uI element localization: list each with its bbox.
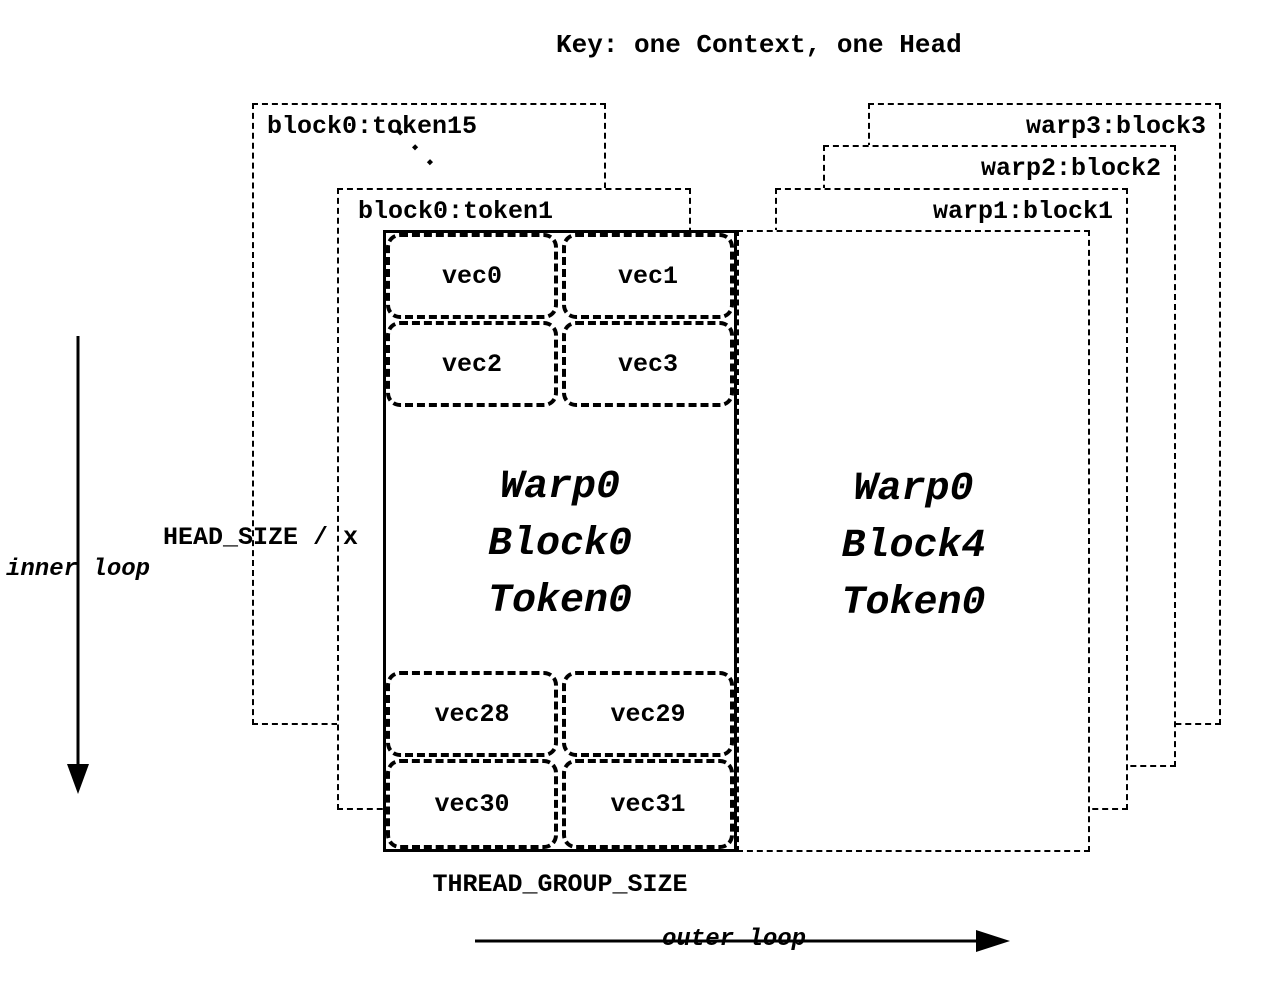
outer-loop-label: outer loop <box>662 926 807 953</box>
vec2-box: vec2 <box>386 321 558 407</box>
warp1-block1-label: warp1:block1 <box>933 197 1114 226</box>
vec3-label: vec3 <box>617 349 678 379</box>
main-block-line-3: Token0 <box>487 579 633 624</box>
block0-token15-label: block0:token15 <box>267 112 478 141</box>
diagram-title: Key: one Context, one Head <box>556 30 962 60</box>
right-block-line-2: Block4 <box>841 524 986 569</box>
vec0-box: vec0 <box>386 233 558 319</box>
warp0-block4-token0-text: Warp0 Block4 Token0 <box>739 461 1088 632</box>
thread-group-size-label: THREAD_GROUP_SIZE <box>432 870 688 899</box>
head-size-label: HEAD_SIZE / x <box>163 523 359 552</box>
vec3-box: vec3 <box>562 321 734 407</box>
inner-loop-label: inner loop <box>6 556 151 583</box>
warp0-block0-token0-text: Warp0 Block0 Token0 <box>386 459 734 630</box>
main-block-line-1: Warp0 <box>499 465 621 510</box>
vec2-label: vec2 <box>441 349 502 379</box>
vec29-box: vec29 <box>562 671 734 757</box>
warp2-block2-label: warp2:block2 <box>981 154 1162 183</box>
vec1-box: vec1 <box>562 233 734 319</box>
vec28-box: vec28 <box>386 671 558 757</box>
outer-loop-arrow <box>475 930 1010 952</box>
vec29-label: vec29 <box>610 699 686 729</box>
warp0-block0-token0-box: vec0 vec1 vec2 vec3 Warp0 Block0 Token0 … <box>383 230 737 852</box>
vec31-label: vec31 <box>610 789 686 819</box>
inner-loop-arrow <box>67 336 89 794</box>
vec28-label: vec28 <box>434 699 510 729</box>
warp3-block3-label: warp3:block3 <box>1026 112 1207 141</box>
warp0-block4-token0-box: Warp0 Block4 Token0 <box>737 230 1090 852</box>
vec31-box: vec31 <box>562 759 734 849</box>
main-block-line-2: Block0 <box>487 522 633 567</box>
vec30-box: vec30 <box>386 759 558 849</box>
right-block-line-3: Token0 <box>841 581 986 626</box>
block0-token1-label: block0:token1 <box>358 197 554 226</box>
vec1-label: vec1 <box>617 261 678 291</box>
right-block-line-1: Warp0 <box>853 467 974 512</box>
vec30-label: vec30 <box>434 789 510 819</box>
vec0-label: vec0 <box>441 261 502 291</box>
